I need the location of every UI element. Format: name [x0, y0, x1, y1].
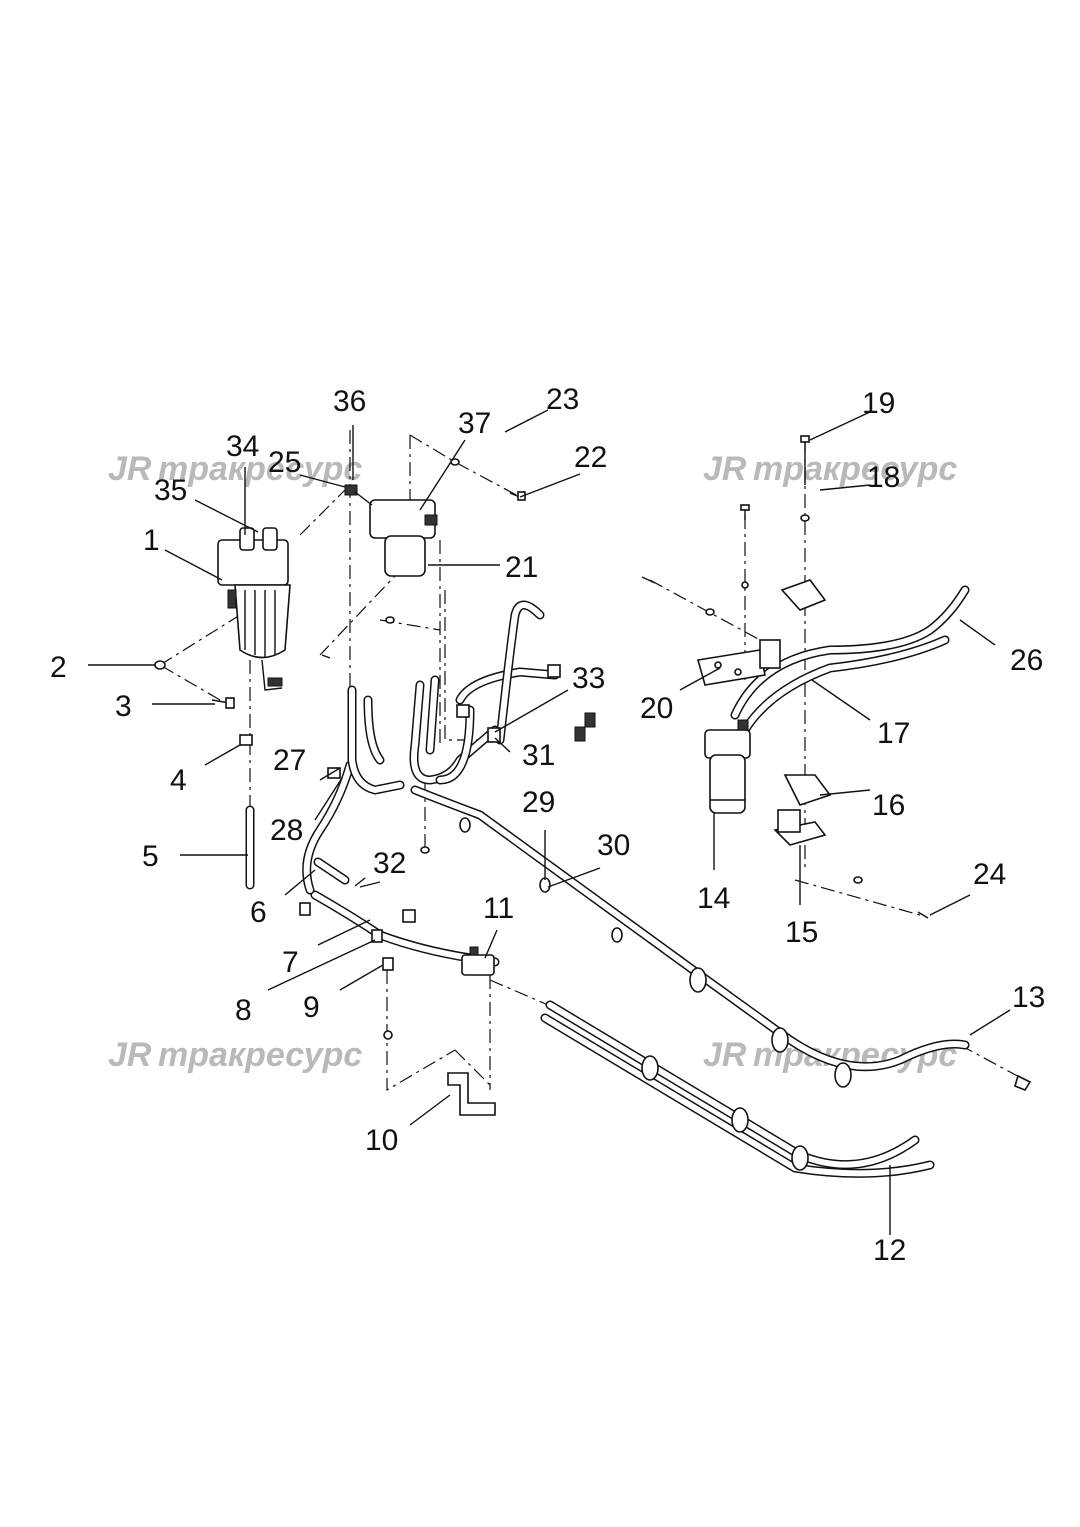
callout-7: 7: [282, 946, 299, 979]
callout-24: 24: [973, 858, 1006, 891]
hardware: [154, 435, 1032, 1091]
watermark-logo: JR: [108, 450, 152, 488]
clamp-16: [783, 774, 832, 806]
callout-27: 27: [273, 744, 306, 777]
callout-25: 25: [268, 446, 301, 479]
callout-35: 35: [154, 474, 187, 507]
fuel-filter-right: [704, 719, 751, 814]
callout-13: 13: [1012, 981, 1045, 1014]
callout-2: 2: [50, 651, 67, 684]
callout-22: 22: [574, 441, 607, 474]
fuel-filter-separator: [217, 527, 291, 691]
clamp-top: [780, 579, 827, 611]
callout-23: 23: [546, 383, 579, 416]
watermark-text: тракресурс: [158, 450, 362, 488]
callout-16: 16: [872, 789, 905, 822]
callout-29: 29: [522, 786, 555, 819]
watermark-bottom-left: JR тракресурс: [108, 1036, 362, 1074]
callout-11: 11: [483, 892, 514, 925]
callout-12: 12: [873, 1234, 906, 1267]
watermark-top-right: JR тракресурс: [703, 450, 957, 488]
callout-5: 5: [142, 840, 159, 873]
callout-labels: 1 2 3 4 5 6 7 8 9 10 11 12 13 14 15 16 1…: [50, 383, 1045, 1267]
callout-3: 3: [115, 690, 132, 723]
callout-9: 9: [303, 991, 320, 1024]
callout-20: 20: [640, 692, 673, 725]
leader-lines: [88, 409, 1011, 1235]
callout-6: 6: [250, 896, 267, 929]
callout-15: 15: [785, 916, 818, 949]
callout-18: 18: [867, 461, 900, 494]
callout-30: 30: [597, 829, 630, 862]
callout-14: 14: [697, 882, 730, 915]
callout-19: 19: [862, 387, 895, 420]
callout-21: 21: [505, 551, 538, 584]
callout-31: 31: [522, 739, 555, 772]
bracket-15: [773, 809, 827, 846]
callout-37: 37: [458, 407, 491, 440]
watermark-logo: JR: [703, 1036, 747, 1074]
watermark-text: тракресурс: [158, 1036, 362, 1074]
callout-17: 17: [877, 717, 910, 750]
fuel-filter-small: [344, 484, 438, 577]
watermark-logo: JR: [703, 450, 747, 488]
callout-26: 26: [1010, 644, 1043, 677]
callout-8: 8: [235, 994, 252, 1027]
callout-4: 4: [170, 764, 187, 797]
callout-34: 34: [226, 430, 259, 463]
pipe-grommets: [299, 664, 852, 1171]
callout-32: 32: [373, 847, 406, 880]
callout-1: 1: [143, 524, 160, 557]
watermark-logo: JR: [108, 1036, 152, 1074]
callout-28: 28: [270, 814, 303, 847]
callout-33: 33: [572, 662, 605, 695]
watermark-top-left: JR тракресурс: [108, 450, 362, 488]
callout-10: 10: [365, 1124, 398, 1157]
valve-11: [461, 946, 495, 976]
bracket-10: [447, 1072, 496, 1116]
watermark-text: тракресурс: [753, 450, 957, 488]
bracket-20: [696, 639, 781, 686]
callout-36: 36: [333, 385, 366, 418]
connector-33: [574, 712, 596, 742]
